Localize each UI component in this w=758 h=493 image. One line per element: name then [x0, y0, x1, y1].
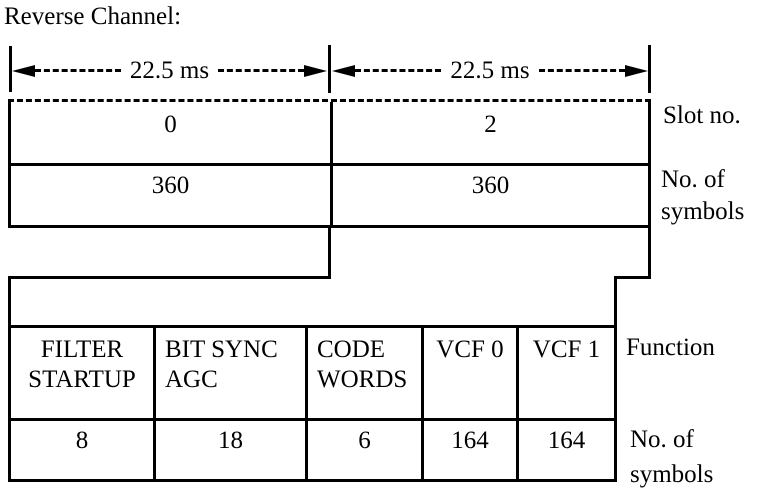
cell-line: VCF 1: [532, 336, 601, 363]
duration-label: 22.5 ms: [450, 57, 530, 84]
duration-arrow-slot2: 22.5 ms: [332, 58, 648, 83]
expansion-line: [648, 228, 651, 279]
expansion-line: [614, 276, 651, 279]
timeline-tick-middle: [328, 45, 331, 93]
dashed-line: [218, 69, 304, 72]
cell-line: FILTER: [40, 336, 124, 363]
label-line: No. of: [661, 166, 725, 193]
expansion-line: [8, 279, 11, 325]
function-table: FILTER STARTUP BIT SYNC AGC CODE WORDS V…: [8, 325, 617, 482]
function-cell-vcf0: VCF 0: [424, 328, 519, 421]
expansion-line: [8, 276, 331, 279]
timeline-tick-right: [648, 45, 651, 93]
symbols-cell-bit-sync-agc: 18: [156, 421, 308, 479]
function-cell-filter-startup: FILTER STARTUP: [11, 328, 156, 421]
duration-arrow-slot0: 22.5 ms: [12, 58, 327, 83]
cell-line: WORDS: [317, 366, 408, 393]
symbols-cell-vcf0: 164: [424, 421, 519, 479]
expansion-line: [328, 228, 331, 279]
dashed-line: [35, 69, 121, 72]
left-arrowhead-icon: [332, 64, 355, 77]
slot-cell-2: 2: [333, 102, 648, 166]
cell-line: AGC: [165, 366, 218, 393]
cell-line: STARTUP: [28, 366, 136, 393]
symbols-cell-vcf1: 164: [547, 427, 586, 454]
row-label-no-of-symbols: No. of symbols: [661, 164, 744, 228]
label-line: symbols: [661, 198, 745, 225]
cell-line: BIT SYNC: [165, 336, 278, 363]
function-cell-bit-sync-agc: BIT SYNC AGC: [156, 328, 308, 421]
symbols-cell-slot2: 360: [471, 172, 510, 199]
left-arrowhead-icon: [12, 64, 35, 77]
cell-line: CODE: [317, 336, 386, 363]
row-label-function: Function: [626, 334, 715, 361]
duration-label: 22.5 ms: [129, 57, 210, 84]
label-line: symbols: [630, 461, 714, 488]
right-arrowhead-icon: [625, 64, 648, 77]
symbols-cell-filter-startup: 8: [11, 421, 156, 479]
dashed-line: [538, 69, 625, 72]
timeline-tick-left: [9, 46, 12, 92]
row-label-slot-no: Slot no.: [663, 102, 741, 129]
function-cell-code-words: CODE WORDS: [308, 328, 424, 421]
symbols-cell-slot0: 360: [11, 166, 333, 225]
row-label-no-of-symbols: No. of symbols: [630, 422, 713, 492]
function-cell-vcf1: VCF 1: [519, 328, 614, 421]
dashed-line: [355, 69, 442, 72]
symbols-cell-code-words: 6: [308, 421, 424, 479]
figure-title: Reverse Channel:: [4, 3, 182, 30]
cell-line: VCF 0: [436, 336, 504, 363]
label-line: No. of: [630, 426, 694, 453]
slot-cell-0: 0: [11, 102, 333, 166]
expansion-line: [614, 279, 617, 325]
right-arrowhead-icon: [304, 64, 327, 77]
slot-table: 0 2 360 360: [8, 99, 651, 228]
